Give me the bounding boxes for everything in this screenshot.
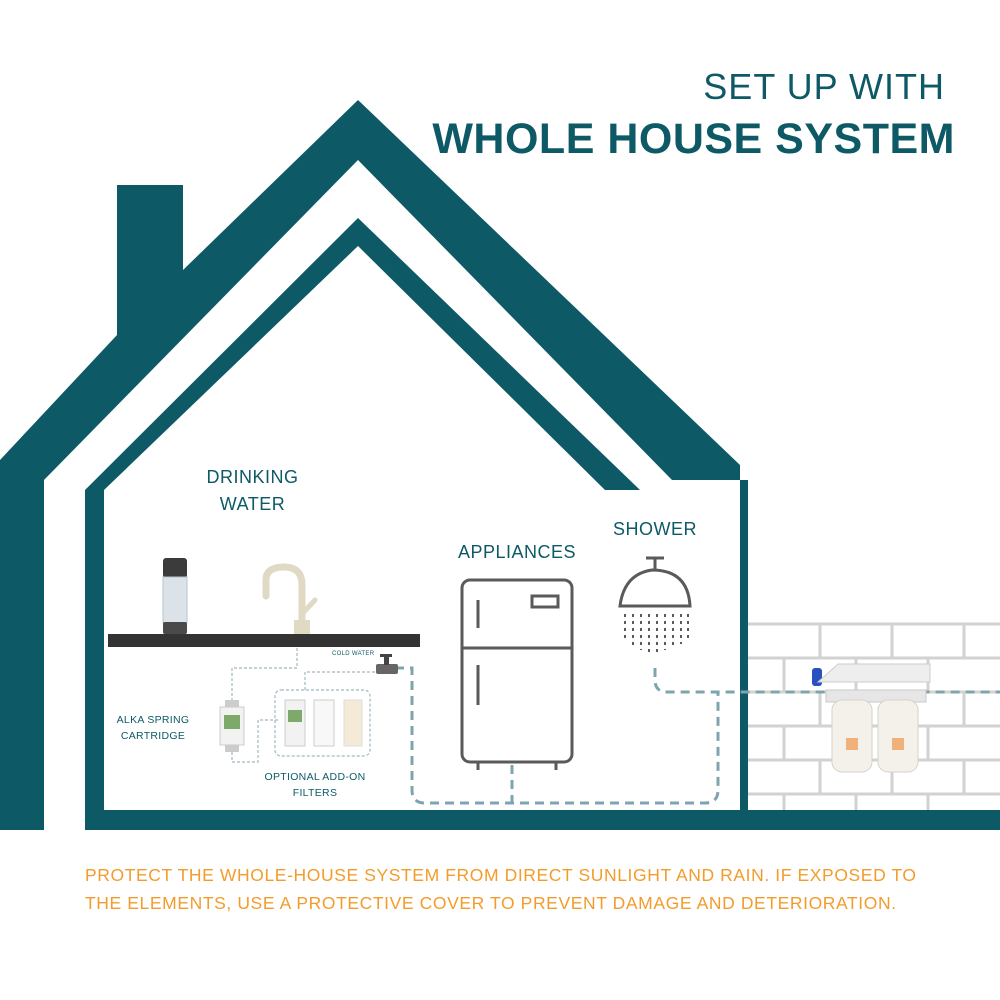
alka-spring-line-1: ALKA SPRING (116, 714, 190, 726)
shower-head-icon (618, 556, 692, 652)
protection-notice: PROTECT THE WHOLE-HOUSE SYSTEM FROM DIRE… (85, 861, 965, 917)
optional-filters-line-1: OPTIONAL ADD-ON (264, 771, 366, 783)
refrigerator-icon (460, 578, 574, 770)
page-title: WHOLE HOUSE SYSTEM (432, 115, 955, 163)
brick-wall (748, 622, 1000, 810)
optional-filters-line-2: FILTERS (292, 787, 338, 799)
notice-line-1: PROTECT THE WHOLE-HOUSE SYSTEM FROM DIRE… (85, 865, 917, 885)
optional-filters-label: OPTIONAL ADD-ON FILTERS (250, 769, 380, 801)
optional-filters-icon (284, 699, 363, 747)
pipe-network (395, 666, 1000, 805)
appliances-label: APPLIANCES (457, 542, 577, 562)
title-line-1: SET UP WITH (703, 66, 945, 107)
valve-icon (376, 654, 398, 674)
notice-line-2: THE ELEMENTS, USE A PROTECTIVE COVER TO … (85, 893, 897, 913)
faucet-icon (262, 563, 318, 632)
water-bottle-icon (162, 558, 188, 634)
drinking-water-line-1: DRINKING (206, 467, 299, 487)
house-outline-icon (0, 100, 1000, 830)
filter-housing-icon (812, 663, 931, 773)
alka-spring-label: ALKA SPRING CARTRIDGE (108, 712, 198, 744)
drinking-water-label: DRINKING WATER (180, 464, 325, 518)
alka-cartridge-icon (219, 700, 245, 752)
drinking-water-line-2: WATER (219, 494, 286, 514)
shower-label: SHOWER (613, 519, 697, 539)
alka-spring-line-2: CARTRIDGE (120, 730, 186, 742)
thin-connector-lines (231, 648, 382, 763)
countertop (108, 634, 420, 647)
cold-water-label: COLD WATER (332, 651, 375, 657)
